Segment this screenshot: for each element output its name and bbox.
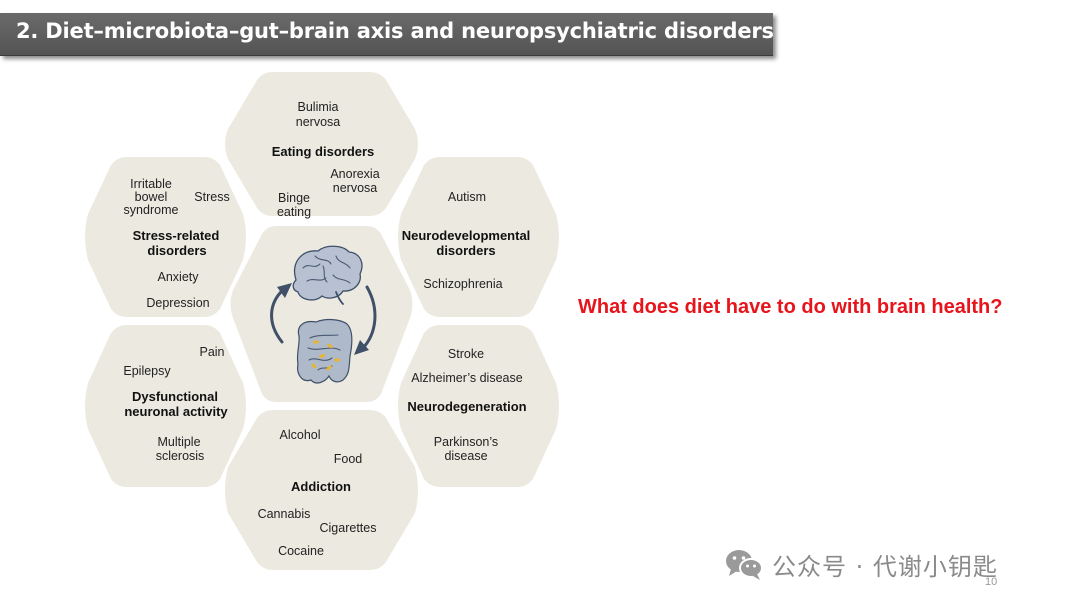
label-alzheimers: Alzheimer’s disease bbox=[411, 371, 522, 385]
gut-icon bbox=[296, 318, 353, 384]
label-parkinsons-disease: disease bbox=[444, 449, 487, 463]
label-depression: Depression bbox=[146, 296, 209, 310]
label-pain: Pain bbox=[199, 345, 224, 359]
hex-addiction bbox=[225, 410, 418, 570]
label-autism: Autism bbox=[448, 190, 486, 204]
watermark-text: 公众号 · 代谢小钥匙 bbox=[772, 552, 998, 581]
hex-stress-related bbox=[85, 157, 246, 317]
label-bowel: bowel bbox=[135, 190, 168, 204]
label-multiple: Multiple bbox=[157, 435, 200, 449]
hex-neurodegeneration bbox=[398, 325, 559, 487]
slide-title-bar: 2. Diet–microbiota–gut–brain axis and ne… bbox=[0, 13, 774, 56]
question-text: What does diet have to do with brain hea… bbox=[578, 296, 1003, 318]
cycle-arrows-icon bbox=[270, 283, 377, 355]
slide-title: 2. Diet–microbiota–gut–brain axis and ne… bbox=[16, 19, 774, 43]
label-syndrome: syndrome bbox=[124, 203, 179, 217]
category-dysfunctional: Dysfunctional bbox=[132, 389, 218, 404]
label-stroke: Stroke bbox=[448, 347, 484, 361]
label-cannabis: Cannabis bbox=[258, 507, 311, 521]
label-anxiety: Anxiety bbox=[158, 270, 200, 284]
category-stress-related-line2: disorders bbox=[147, 243, 206, 258]
label-cigarettes: Cigarettes bbox=[320, 521, 377, 535]
hex-neurodevelopmental bbox=[398, 157, 559, 317]
page-number: 10 bbox=[985, 576, 998, 588]
category-eating-disorders: Eating disorders bbox=[272, 144, 375, 159]
category-dysfunctional-line2: neuronal activity bbox=[124, 404, 228, 419]
wechat-icon bbox=[726, 550, 763, 580]
hex-eating-disorders bbox=[225, 72, 418, 216]
hex-center bbox=[230, 226, 413, 402]
label-stress: Stress bbox=[194, 190, 229, 204]
label-sclerosis: sclerosis bbox=[156, 449, 205, 463]
label-irritable: Irritable bbox=[130, 177, 172, 191]
watermark: 公众号 · 代谢小钥匙 bbox=[724, 544, 998, 584]
label-epilepsy: Epilepsy bbox=[123, 364, 171, 378]
label-parkinsons: Parkinson’s bbox=[434, 435, 498, 449]
label-bulimia-nervosa: nervosa bbox=[296, 115, 341, 129]
label-food: Food bbox=[334, 452, 363, 466]
category-neurodevelopmental-line2: disorders bbox=[436, 243, 495, 258]
label-cocaine: Cocaine bbox=[278, 544, 324, 558]
label-anorexia: Anorexia bbox=[330, 167, 379, 181]
label-anorexia-nervosa: nervosa bbox=[333, 181, 378, 195]
label-binge-eating: eating bbox=[277, 205, 311, 219]
label-bulimia: Bulimia bbox=[298, 100, 339, 114]
label-schizophrenia: Schizophrenia bbox=[423, 277, 502, 291]
label-alcohol: Alcohol bbox=[280, 428, 321, 442]
hex-dysfunctional-neuronal-activity bbox=[85, 325, 246, 487]
label-binge: Binge bbox=[278, 191, 310, 205]
category-neurodevelopmental: Neurodevelopmental bbox=[402, 228, 531, 243]
category-neurodegeneration: Neurodegeneration bbox=[407, 399, 526, 414]
category-addiction: Addiction bbox=[291, 479, 351, 494]
brain-icon bbox=[292, 245, 363, 305]
category-stress-related: Stress-related bbox=[133, 228, 220, 243]
